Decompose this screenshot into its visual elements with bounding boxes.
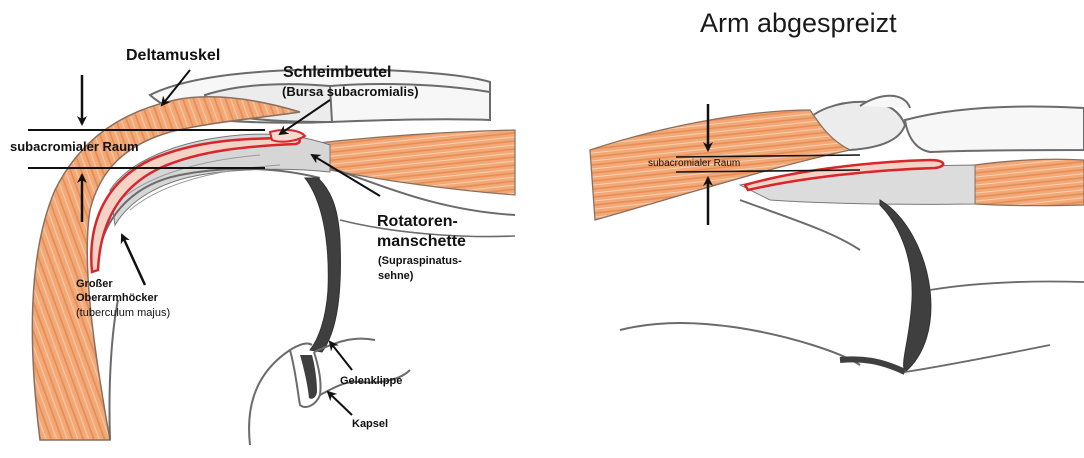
label-bursa-subacromialis: (Bursa subacromialis) bbox=[282, 85, 419, 100]
label-tuberculum-majus: (tuberculum majus) bbox=[76, 307, 170, 320]
labrum-dark bbox=[300, 355, 317, 399]
right-glenoid bbox=[880, 200, 931, 372]
label-kapsel: Kapsel bbox=[352, 418, 388, 431]
right-acromion-bone bbox=[800, 96, 1084, 152]
label-deltamuskel: Deltamuskel bbox=[126, 47, 220, 65]
right-shoulder-panel bbox=[590, 96, 1084, 372]
right-label-subacromialer-raum: subacromialer Raum bbox=[648, 158, 740, 170]
label-grosser: Großer bbox=[76, 278, 113, 291]
panel-title: Arm abgespreizt bbox=[700, 8, 897, 39]
label-sehne: sehne) bbox=[378, 270, 413, 283]
supraspinatus-muscle bbox=[300, 130, 515, 195]
right-supraspinatus-muscle bbox=[975, 159, 1084, 205]
label-manschette: manschette bbox=[377, 233, 466, 251]
label-supraspinatus: (Supraspinatus- bbox=[378, 255, 462, 268]
label-schleimbeutel: Schleimbeutel bbox=[283, 64, 391, 82]
right-labrum bbox=[840, 359, 905, 372]
label-rotatoren: Rotatoren- bbox=[377, 213, 458, 231]
label-gelenklippe: Gelenklippe bbox=[340, 375, 402, 388]
label-subacromialer-raum: subacromialer Raum bbox=[10, 140, 139, 155]
label-oberarmhoecker: Oberarmhöcker bbox=[76, 292, 158, 305]
right-lower-edge bbox=[905, 345, 1050, 372]
right-scapula-edge bbox=[930, 282, 1084, 290]
right-humeral-head bbox=[620, 200, 860, 365]
